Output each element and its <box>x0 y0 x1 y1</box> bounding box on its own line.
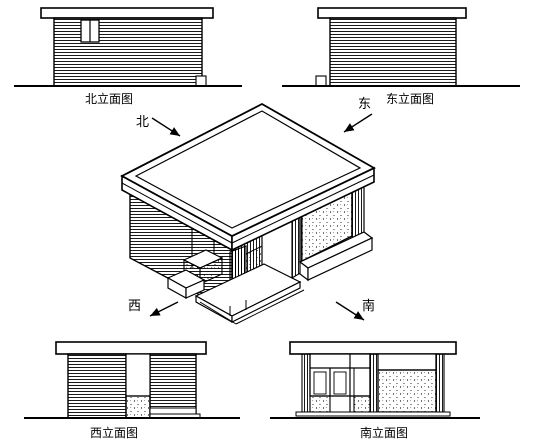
direction-east: 东 <box>358 97 371 112</box>
arrow-south-icon <box>335 301 365 321</box>
direction-north: 北 <box>136 115 149 130</box>
south-elevation-label: 南立面图 <box>360 425 408 440</box>
east-elevation: 东立面图 <box>282 7 520 106</box>
west-elevation: 西立面图 <box>24 341 240 440</box>
isometric-view <box>120 102 376 325</box>
direction-south: 南 <box>362 298 375 314</box>
north-elevation-label: 北立面图 <box>85 91 133 106</box>
direction-west: 西 <box>128 299 141 314</box>
east-elevation-label: 东立面图 <box>386 91 434 106</box>
south-elevation: 南立面图 <box>270 341 480 440</box>
north-elevation: 北立面图 <box>14 7 242 106</box>
arrow-north-icon <box>151 117 181 137</box>
arrow-west-icon <box>149 301 179 317</box>
arrow-east-icon <box>343 113 373 133</box>
direction-indicators: 北 东 西 南 <box>128 97 375 321</box>
west-elevation-label: 西立面图 <box>90 425 138 440</box>
